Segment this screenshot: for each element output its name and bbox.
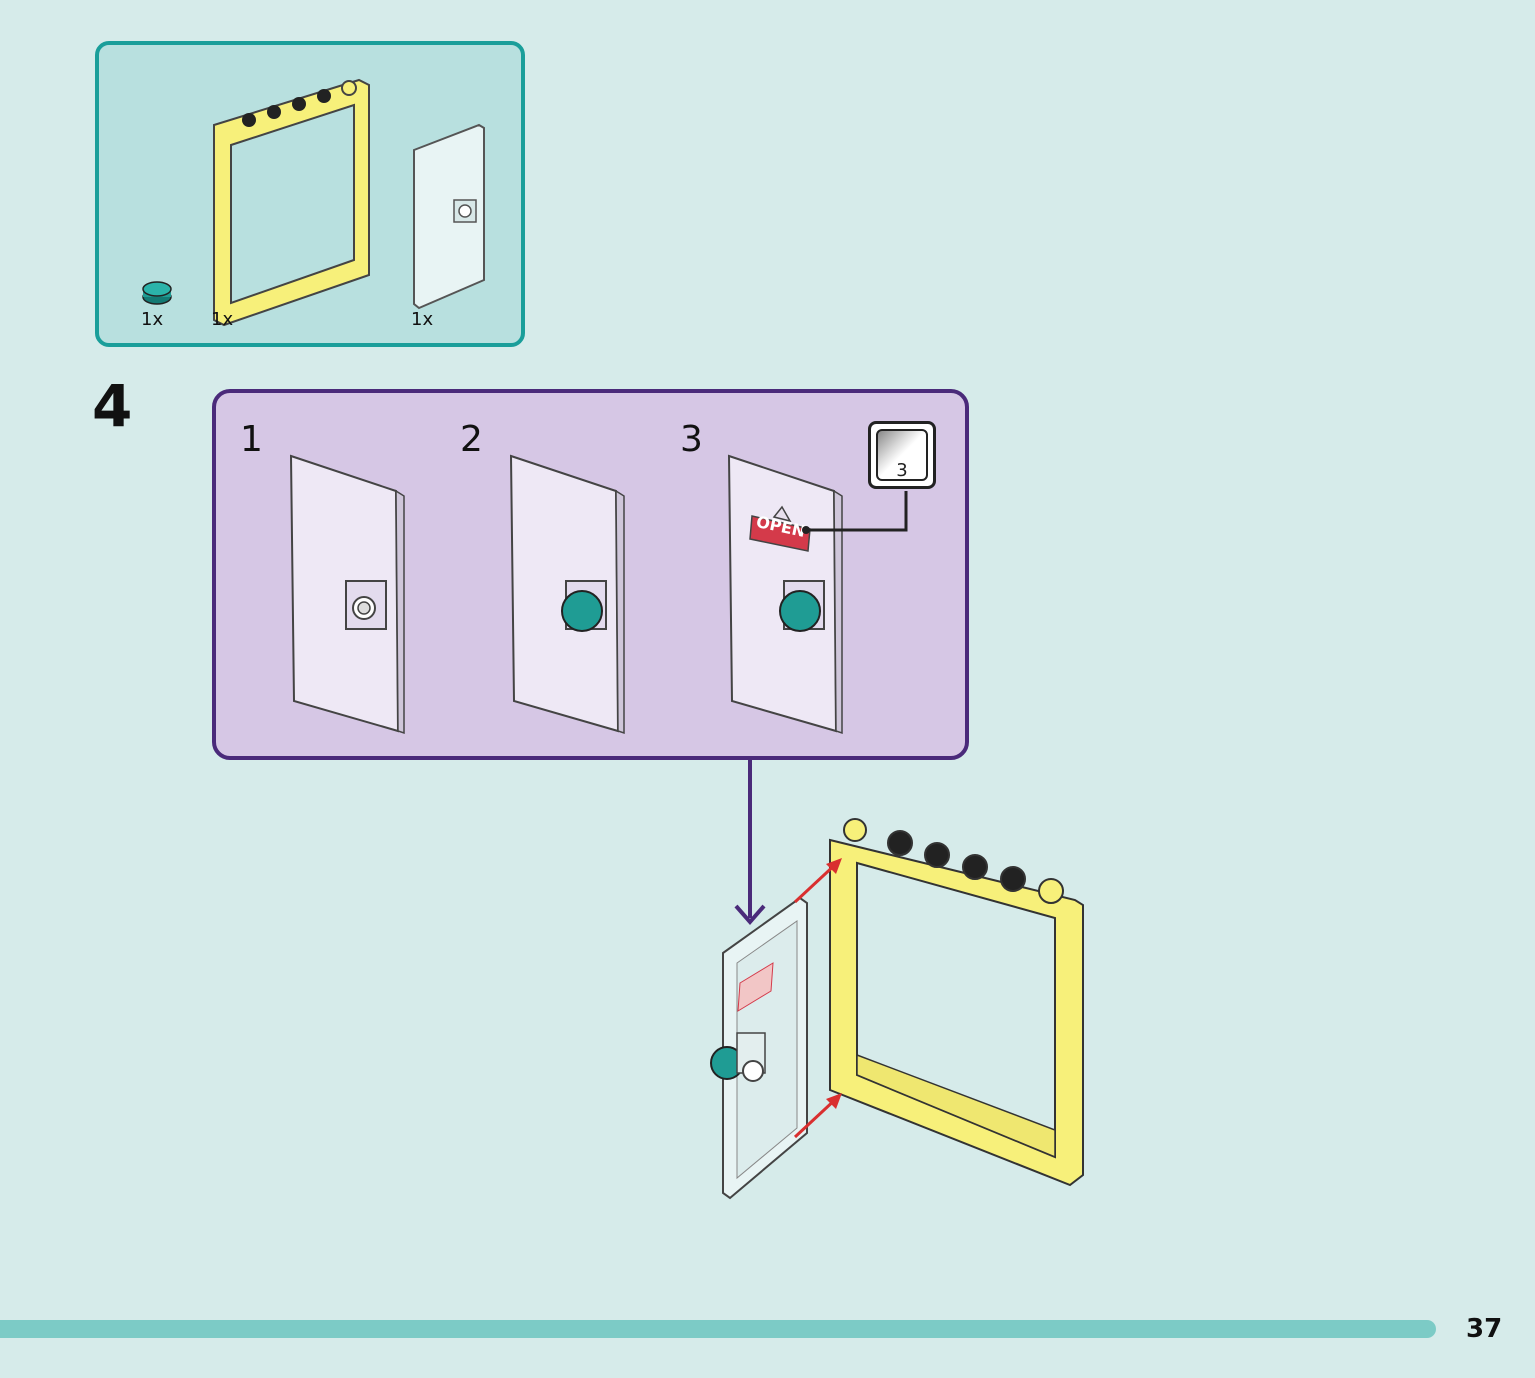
assembly-door-icon xyxy=(710,896,808,1200)
door-quantity: 1x xyxy=(411,309,434,330)
tile-quantity: 1x xyxy=(141,309,164,330)
door-substep-3-icon xyxy=(727,454,843,735)
substep-number-1: 1 xyxy=(240,419,263,460)
red-arrow-bottom xyxy=(793,1093,842,1139)
page-progress-bar xyxy=(0,1320,1436,1338)
sticker-callout-line xyxy=(802,491,908,534)
yellow-door-frame-icon xyxy=(213,78,370,327)
substep-box: 1 2 3 OPEN 3 xyxy=(212,389,969,760)
step-number: 4 xyxy=(92,372,133,440)
substep-number-3: 3 xyxy=(680,419,703,460)
door-substep-1-icon xyxy=(289,454,405,735)
frame-quantity: 1x xyxy=(211,309,234,330)
teal-round-tile-icon xyxy=(142,281,172,305)
parts-list-box: 1x 1x 1x xyxy=(95,41,525,347)
sticker-number: 3 xyxy=(896,460,908,481)
transparent-door-icon xyxy=(413,123,485,310)
sticker-sheet-icon: 3 xyxy=(868,421,936,489)
purple-arrow xyxy=(734,758,766,926)
red-arrow-top xyxy=(793,858,842,904)
assembly-frame-icon xyxy=(829,818,1084,1187)
door-substep-2-icon xyxy=(509,454,625,735)
page-number: 37 xyxy=(1466,1314,1503,1344)
substep-number-2: 2 xyxy=(460,419,483,460)
